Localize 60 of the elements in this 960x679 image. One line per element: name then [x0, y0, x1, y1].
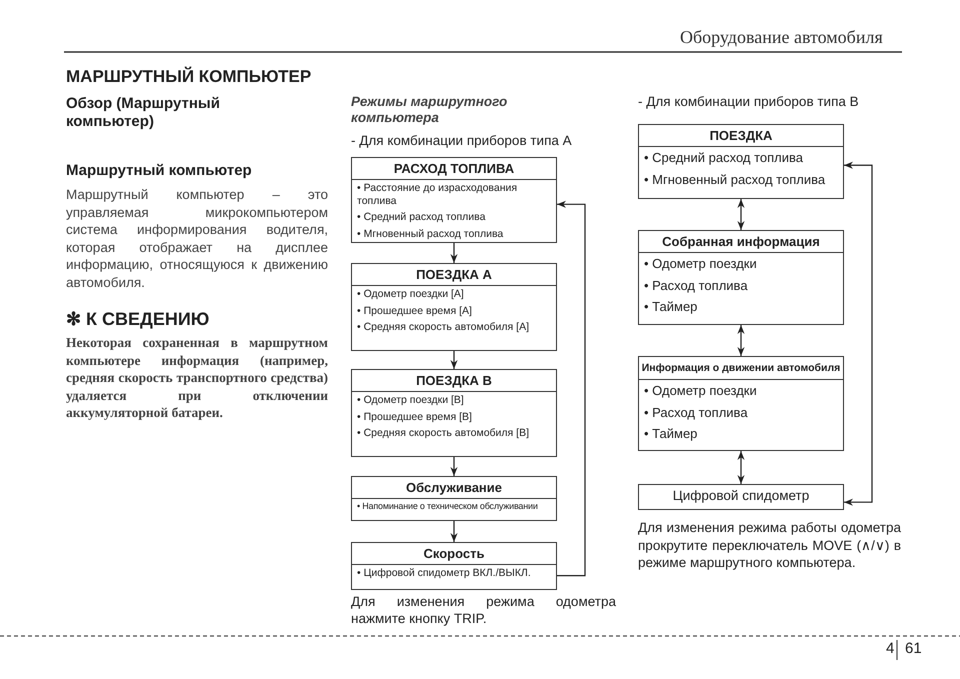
mode-box	[638, 484, 844, 510]
page-number: 61	[905, 640, 922, 657]
note-heading: ✻ К СВЕДЕНИЮ	[66, 308, 210, 330]
mode-box	[638, 124, 844, 199]
box-heading: Информация о движении автомобиля	[639, 357, 843, 380]
section-heading: Обзор (Маршрутный компьютер)	[66, 95, 221, 131]
bullet-item: • Одометр поездки [A]	[356, 287, 465, 302]
bullet-item: • Одометр поездки [B]	[356, 393, 465, 408]
box-heading: Цифровой спидометр	[672, 487, 810, 505]
diagram-subheading: - Для комбинации приборов типа B	[638, 94, 859, 109]
arrow	[737, 325, 745, 356]
box-heading: ПОЕЗДКА B	[352, 370, 556, 392]
mode-box	[638, 356, 844, 451]
bullet-item: • Напоминание о техническом обслуживании	[356, 500, 539, 513]
box-heading: ПОЕЗДКА A	[352, 264, 556, 286]
arrow	[557, 200, 586, 576]
bullet-item: • Расстояние до израсходования топлива	[356, 181, 518, 209]
box-heading: Собранная информация	[639, 231, 843, 253]
bullet-item: • Цифровой спидометр ВКЛ./ВЫКЛ.	[356, 566, 532, 581]
arrow	[450, 243, 458, 263]
mode-box	[351, 157, 557, 243]
arrow	[450, 457, 458, 476]
note-paragraph: Некоторая сохраненная в маршрутном компьютере информация (например, средняя скорость транспортного средства) удаляется при отключении аккумуляторной батареи.	[66, 334, 328, 422]
bullet-item: • Средний расход топлива	[643, 149, 804, 167]
subsection-heading: Маршрутный компьютер	[66, 162, 253, 179]
arrow	[737, 199, 745, 230]
section-header: Оборудование автомобиля	[680, 27, 883, 48]
bullet-item: • Таймер	[643, 425, 698, 444]
box-heading: РАСХОД ТОПЛИВА	[352, 158, 556, 180]
page-title: МАРШРУТНЫЙ КОМПЬЮТЕР	[66, 67, 312, 87]
bullet-item: • Одометр поездки	[643, 255, 758, 273]
mode-box	[638, 230, 844, 325]
bullet-item: • Таймер	[643, 298, 698, 316]
instruction-note: Для изменения режима одометра нажмите кнопку TRIP.	[351, 594, 616, 628]
arrow	[450, 351, 458, 369]
bullet-item: • Мгновенный расход топлива	[643, 170, 826, 189]
bullet-item: • Средняя скорость автомобиля [A]	[356, 320, 530, 336]
bullet-item: • Расход топлива	[643, 276, 749, 295]
page-number: 4	[886, 640, 894, 657]
box-heading: ПОЕЗДКА	[639, 125, 843, 147]
bullet-item: • Средняя скорость автомобиля [B]	[356, 426, 530, 442]
body-paragraph: Маршрутный компьютер – это управляемая микрокомпьютером система информирования водителя, которая отображает на дисплее информацию, относящуюся к движению автомобиля.	[66, 186, 328, 292]
diagram-heading: Режимы маршрутного компьютера	[351, 94, 508, 126]
bullet-item: • Одометр поездки	[643, 382, 758, 400]
diagram-subheading: - Для комбинации приборов типа A	[351, 133, 572, 148]
bullet-item: • Мгновенный расход топлива	[356, 226, 504, 242]
arrow	[737, 451, 745, 484]
bullet-item: • Расход топлива	[643, 404, 749, 422]
box-heading: Скорость	[352, 543, 556, 565]
mode-box	[351, 263, 557, 351]
box-heading: Обслуживание	[352, 477, 556, 499]
bullet-item: • Прошедшее время [B]	[356, 410, 473, 425]
mode-box	[351, 476, 557, 521]
mode-box	[351, 542, 557, 590]
bullet-item: • Средний расход топлива	[356, 210, 486, 226]
arrow	[450, 521, 458, 542]
mode-box	[351, 369, 557, 457]
bullet-item: • Прошедшее время [A]	[356, 304, 473, 319]
instruction-note: Для изменения режима работы одометра прокрутите переключатель MOVE (∧/∨) в режиме маршрутного компьютера.	[638, 519, 901, 572]
arrow	[844, 162, 873, 506]
